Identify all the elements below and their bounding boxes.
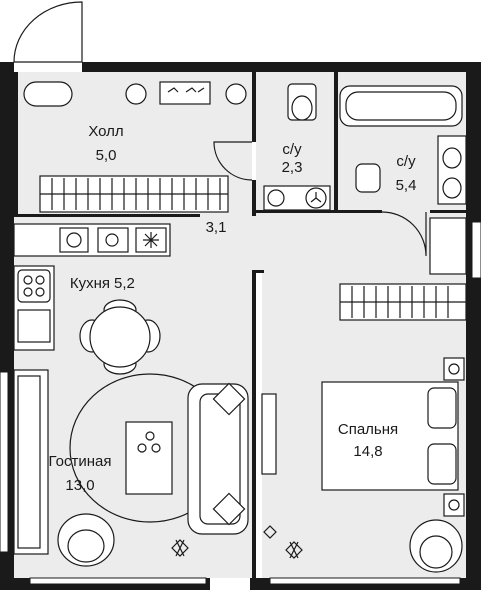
bedroom-area: 14,8	[353, 443, 382, 460]
kitchen-area: 5,2	[114, 275, 135, 292]
large-bath-area: 5,4	[396, 177, 417, 194]
living-furniture	[13, 369, 249, 567]
windows	[0, 221, 481, 585]
large-bath-name: с/у	[396, 153, 416, 170]
small-bath-name: с/у	[282, 141, 302, 158]
hall-area: 5,0	[96, 147, 117, 164]
large-bathroom-fixtures	[339, 85, 467, 257]
small-bath-area: 2,3	[282, 159, 303, 176]
bedroom-furniture	[261, 217, 467, 573]
dining-set	[79, 299, 161, 375]
kitchen-furniture	[13, 223, 171, 351]
entrance-door	[13, 0, 83, 63]
small-bathroom-fixtures	[263, 83, 331, 211]
kitchen-name: Кухня	[70, 275, 110, 292]
walls	[0, 62, 481, 590]
living-name: Гостиная	[49, 453, 112, 470]
bedroom-name: Спальня	[338, 421, 398, 438]
hall-furniture	[23, 81, 253, 213]
hall-name: Холл	[88, 123, 123, 140]
corridor-area: 3,1	[206, 219, 227, 236]
living-area: 13,0	[65, 477, 94, 494]
